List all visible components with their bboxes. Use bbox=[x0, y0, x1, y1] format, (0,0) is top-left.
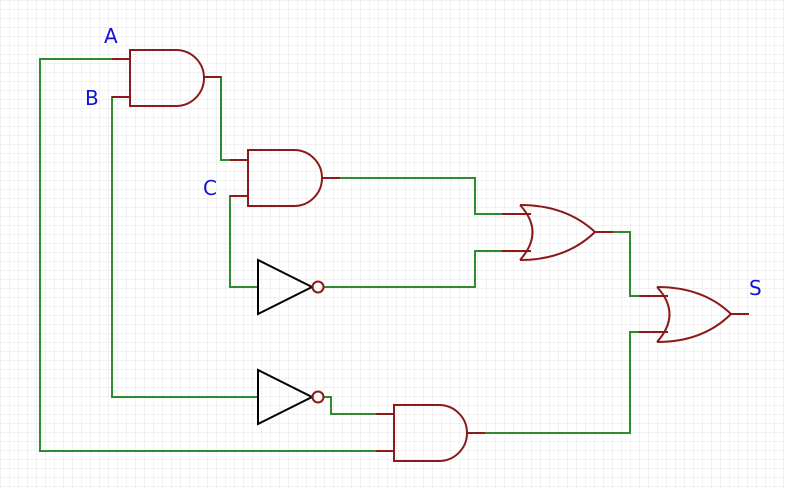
label-input-b: B bbox=[85, 86, 99, 110]
wire-a-to-and-ab bbox=[39, 58, 394, 452]
label-output-s: S bbox=[749, 276, 762, 300]
and-gate-ab bbox=[112, 49, 221, 107]
wire-not-b-to-and bbox=[324, 396, 394, 415]
and-gate-a-notb bbox=[376, 404, 485, 462]
or-gate-1 bbox=[502, 204, 613, 261]
not-gate-b bbox=[257, 368, 325, 426]
wire-not-c-to-or1 bbox=[324, 250, 520, 288]
wire-and-abc-to-or1 bbox=[322, 177, 520, 215]
or-gate-output bbox=[639, 286, 732, 343]
label-input-a: A bbox=[104, 24, 118, 48]
label-input-c: C bbox=[203, 176, 217, 200]
not-gate-c bbox=[257, 258, 325, 316]
and-gate-abc bbox=[230, 149, 340, 207]
